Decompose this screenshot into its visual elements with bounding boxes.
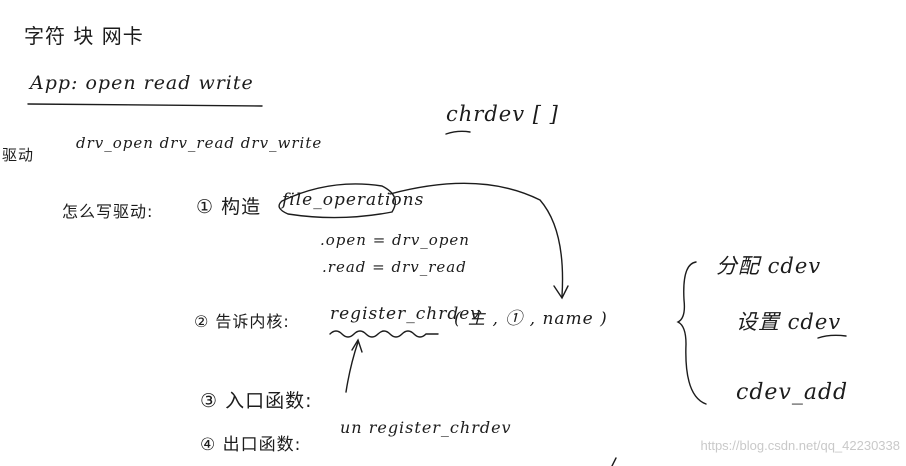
step3-entry-function: ③ 入口函数:	[200, 390, 313, 412]
app-underline	[27, 103, 263, 107]
curly-brace	[676, 261, 707, 405]
unregister-chrdev-text: un register_chrdev	[340, 418, 512, 437]
file-operations-text: file_operations	[282, 190, 425, 210]
arrow-entry-to-register	[345, 341, 359, 393]
driver-label: 驱动	[2, 146, 35, 164]
fops-open-text: .open = drv_open	[320, 231, 470, 249]
chrdev-array-text: chrdev [ ]	[446, 102, 559, 126]
arrow-fops-head	[553, 285, 569, 300]
device-types-text: 字符 块 网卡	[24, 24, 144, 48]
chrdev-underline	[445, 130, 471, 135]
step4-label: ④ 出口函数:	[200, 435, 302, 455]
register-chrdev-text: register_chrdev	[330, 304, 481, 324]
arrow-fops-to-register	[389, 182, 564, 297]
fops-read-text: .read = drv_read	[322, 258, 467, 276]
how-to-write-driver-label: 怎么写驱动:	[62, 202, 154, 221]
register-wavy-underline	[329, 330, 439, 338]
register-chrdev-args: ( 主 , ① , name )	[454, 309, 608, 329]
stray-mark	[611, 457, 617, 466]
source-watermark: https://blog.csdn.net/qq_42230338	[700, 438, 901, 453]
driver-functions-text: drv_open drv_read drv_write	[76, 134, 323, 152]
file-operations-circle	[278, 183, 396, 219]
arrow-entry-head	[351, 338, 363, 353]
app-calls-text: App: open read write	[30, 72, 254, 94]
cdev-set-underline	[817, 334, 847, 339]
alloc-cdev-text: 分配 cdev	[716, 254, 822, 278]
set-cdev-text: 设置 cdev	[736, 310, 842, 334]
step2-label: ② 告诉内核:	[194, 312, 290, 331]
step1-label: ① 构造	[196, 196, 262, 218]
cdev-add-text: cdev_add	[736, 380, 849, 405]
